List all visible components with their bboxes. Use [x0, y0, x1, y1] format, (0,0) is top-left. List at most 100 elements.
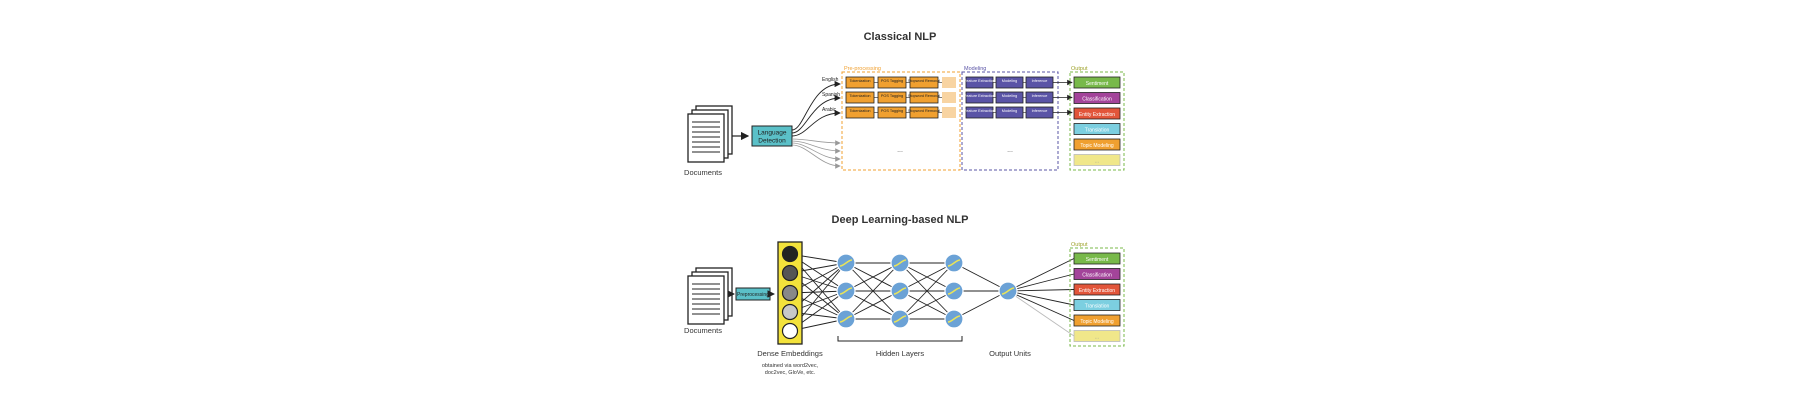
activation-curve-icon: [893, 259, 907, 267]
modeling-step-label: Inference: [1032, 79, 1048, 83]
activation-curve-icon: [839, 315, 853, 323]
output-label: Topic Modeling: [1080, 319, 1114, 325]
activation-curve-icon: [893, 315, 907, 323]
output-box: [1073, 330, 1121, 342]
output-label: Classification: [1082, 96, 1112, 102]
documents-label: Documents: [684, 168, 722, 177]
activation-curve-icon: [947, 315, 961, 323]
embedding-note-line-1: obtained via word2vec,: [762, 363, 819, 369]
dense-embeddings-label: Dense Embeddings: [757, 349, 823, 358]
embedding-node: [781, 264, 799, 282]
language-spanish: Spanish: [822, 92, 840, 98]
preprocessing-step-label: Tokenization: [849, 79, 870, 83]
output-label: Translation: [1085, 303, 1110, 309]
output-box: [1073, 283, 1121, 296]
preprocessing-ellipsis: ...: [897, 147, 903, 154]
documents-label: Documents: [684, 326, 722, 335]
preprocessing-step-label: POS Tagging: [881, 109, 903, 113]
output-unit-node: [998, 281, 1018, 301]
preprocessing-step-label: Tokenization: [849, 109, 870, 113]
modeling-step-label: Feature Extraction: [964, 79, 995, 83]
preprocessing-step-label: Tokenization: [849, 94, 870, 98]
svg-text:Preprocessing: Preprocessing: [737, 292, 769, 298]
embedding-node: [781, 284, 799, 302]
classical-output-label: Output: [1071, 66, 1088, 72]
output-box: [1073, 154, 1121, 166]
preprocessing-box: Preprocessing: [735, 287, 771, 301]
output-label: ...: [1095, 158, 1099, 164]
output-label: Translation: [1085, 127, 1110, 133]
output-box: [1073, 107, 1121, 120]
documents-icon: [687, 267, 733, 325]
hidden-layers-bracket: [837, 336, 963, 342]
documents-icon: [687, 105, 733, 163]
preprocessing-step-label: Stopword Removal: [908, 109, 940, 113]
modeling-step-label: Modeling: [1002, 94, 1017, 98]
output-box: [1073, 92, 1121, 104]
network-connections: [789, 253, 1075, 337]
output-label: Entity Extraction: [1079, 288, 1115, 294]
language-detection-box: Language Detection: [751, 125, 793, 147]
language-arabic: Arabic: [822, 107, 837, 113]
preprocessing-step-more: [942, 77, 956, 88]
activation-curve-icon: [839, 287, 853, 295]
output-label: ...: [1095, 334, 1099, 340]
modeling-step-label: Modeling: [1002, 79, 1017, 83]
deep-output-label: Output: [1071, 242, 1088, 248]
modeling-step-label: Modeling: [1002, 109, 1017, 113]
svg-text:Detection: Detection: [758, 138, 786, 145]
hidden-layers-label: Hidden Layers: [876, 349, 925, 358]
embedding-note-line-2: doc2vec, GloVe, etc.: [765, 370, 816, 376]
output-box: [1073, 76, 1121, 89]
language-english: English: [822, 77, 839, 83]
modeling-ellipsis: ...: [1007, 147, 1013, 154]
output-box: [1073, 123, 1121, 135]
activation-curve-icon: [893, 287, 907, 295]
modeling-step-label: Feature Extraction: [964, 109, 995, 113]
output-box: [1073, 138, 1121, 151]
activation-curve-icon: [947, 287, 961, 295]
deep-title: Deep Learning-based NLP: [832, 214, 969, 226]
preprocessing-region: [841, 71, 961, 171]
output-units-label: Output Units: [989, 349, 1031, 358]
modeling-region: [961, 71, 1059, 171]
svg-text:Language: Language: [758, 130, 787, 137]
output-label: Topic Modeling: [1080, 143, 1114, 149]
output-box: [1073, 252, 1121, 265]
preprocessing-step-label: Stopword Removal: [908, 94, 940, 98]
output-label: Classification: [1082, 272, 1112, 278]
preprocessing-step-label: Stopword Removal: [908, 79, 940, 83]
classical-output-region: [1069, 71, 1125, 171]
output-label: Sentiment: [1086, 81, 1109, 87]
language-branches: [791, 80, 841, 169]
activation-curve-icon: [839, 259, 853, 267]
classical-title: Classical NLP: [864, 31, 937, 43]
embedding-nodes: [781, 245, 799, 340]
modeling-step-label: Feature Extraction: [964, 94, 995, 98]
hidden-layer-nodes: [836, 253, 964, 329]
preprocessing-step-label: POS Tagging: [881, 79, 903, 83]
output-label: Entity Extraction: [1079, 112, 1115, 118]
output-box: [1073, 268, 1121, 280]
output-box: [1073, 314, 1121, 327]
embedding-node: [781, 245, 799, 263]
preprocessing-label: Pre-processing: [844, 66, 881, 72]
activation-curve-icon: [947, 259, 961, 267]
preprocessing-step-more: [942, 107, 956, 118]
deep-output-region: [1069, 247, 1125, 347]
preprocessing-step-more: [942, 92, 956, 103]
modeling-step-label: Inference: [1032, 94, 1048, 98]
embedding-node: [781, 303, 799, 321]
preprocessing-step-label: POS Tagging: [881, 94, 903, 98]
modeling-label: Modeling: [964, 66, 986, 72]
embedding-node: [781, 322, 799, 340]
modeling-step-label: Inference: [1032, 109, 1048, 113]
activation-curve-icon: [1001, 287, 1015, 295]
output-box: [1073, 299, 1121, 311]
output-label: Sentiment: [1086, 257, 1109, 263]
